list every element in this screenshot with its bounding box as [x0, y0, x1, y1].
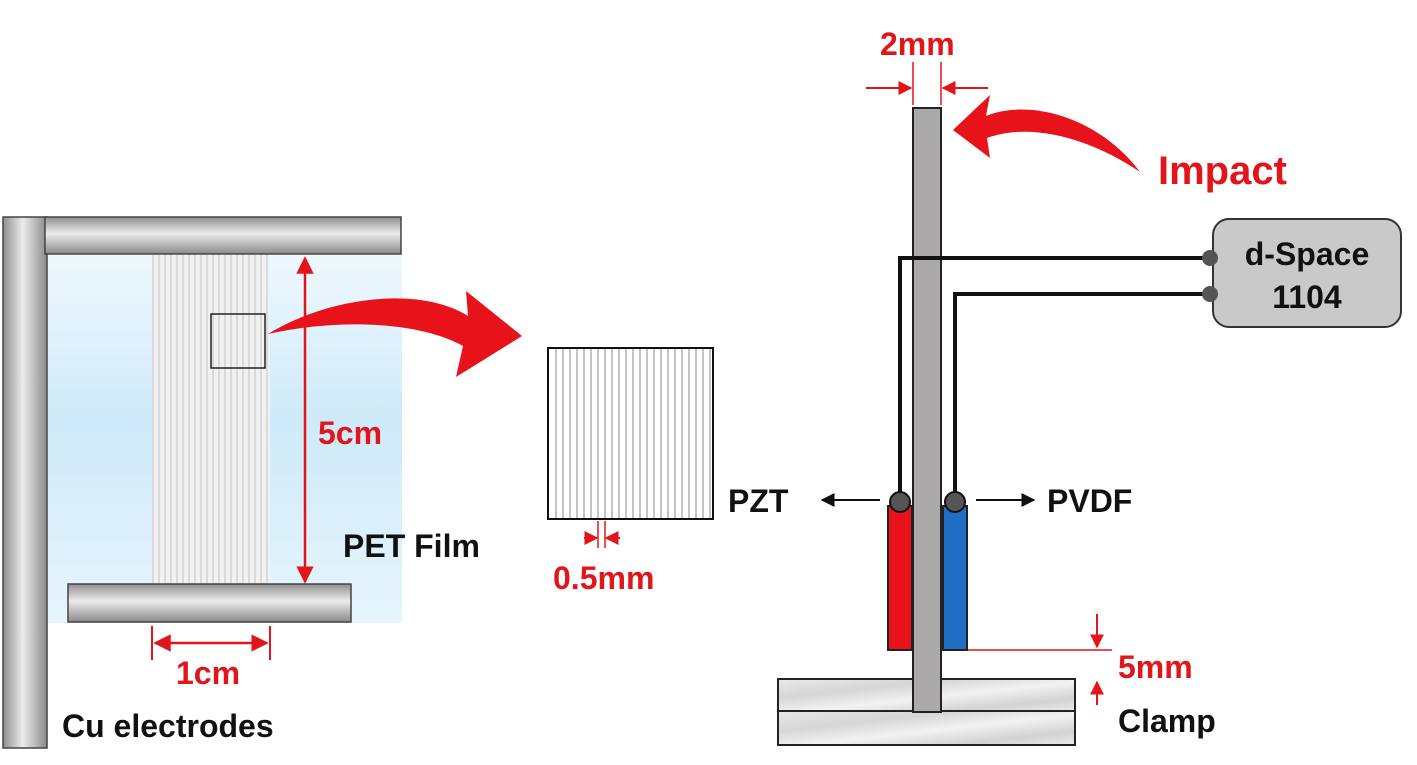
- zoom-arrow: [268, 291, 522, 377]
- zoom-region-box: [210, 313, 266, 369]
- dimension-2mm-label: 2mm: [880, 26, 955, 62]
- pzt-label: PZT: [728, 483, 789, 519]
- cu-electrode-top: [44, 216, 402, 255]
- zoomed-electrode-detail: [547, 347, 714, 520]
- dimension-05mm-label: 0.5mm: [553, 560, 654, 596]
- dimension-5mm-label: 5mm: [1118, 649, 1193, 685]
- dspace-label-line1: d-Space: [1245, 236, 1369, 272]
- cu-electrode-vertical: [2, 216, 48, 749]
- dimension-1cm-label: 1cm: [176, 655, 240, 691]
- zoom-electrode-lines: [555, 349, 711, 518]
- clamp: [777, 678, 1076, 746]
- cantilever-beam: [912, 107, 942, 713]
- impact-label: Impact: [1158, 149, 1287, 193]
- electrode-pattern: [152, 255, 270, 585]
- pvdf-terminal: [944, 491, 966, 513]
- pet-film-label: PET Film: [343, 528, 480, 564]
- dimension-5cm-label: 5cm: [318, 415, 382, 451]
- dspace-terminal-1: [1202, 250, 1218, 266]
- clamp-label: Clamp: [1118, 703, 1216, 739]
- pzt-terminal: [889, 491, 911, 513]
- pvdf-label: PVDF: [1047, 483, 1132, 519]
- pzt-sensor: [887, 505, 913, 651]
- dspace-box: [1212, 218, 1402, 328]
- dspace-label-line2: 1104: [1272, 279, 1342, 315]
- impact-arrow: [953, 95, 1140, 172]
- cu-electrode-bottom: [67, 583, 352, 623]
- dspace-terminal-2: [1202, 286, 1218, 302]
- pvdf-sensor: [942, 505, 968, 651]
- pzt-wire: [898, 256, 1210, 500]
- pvdf-wire: [953, 292, 1210, 500]
- cu-electrodes-label: Cu electrodes: [62, 708, 274, 744]
